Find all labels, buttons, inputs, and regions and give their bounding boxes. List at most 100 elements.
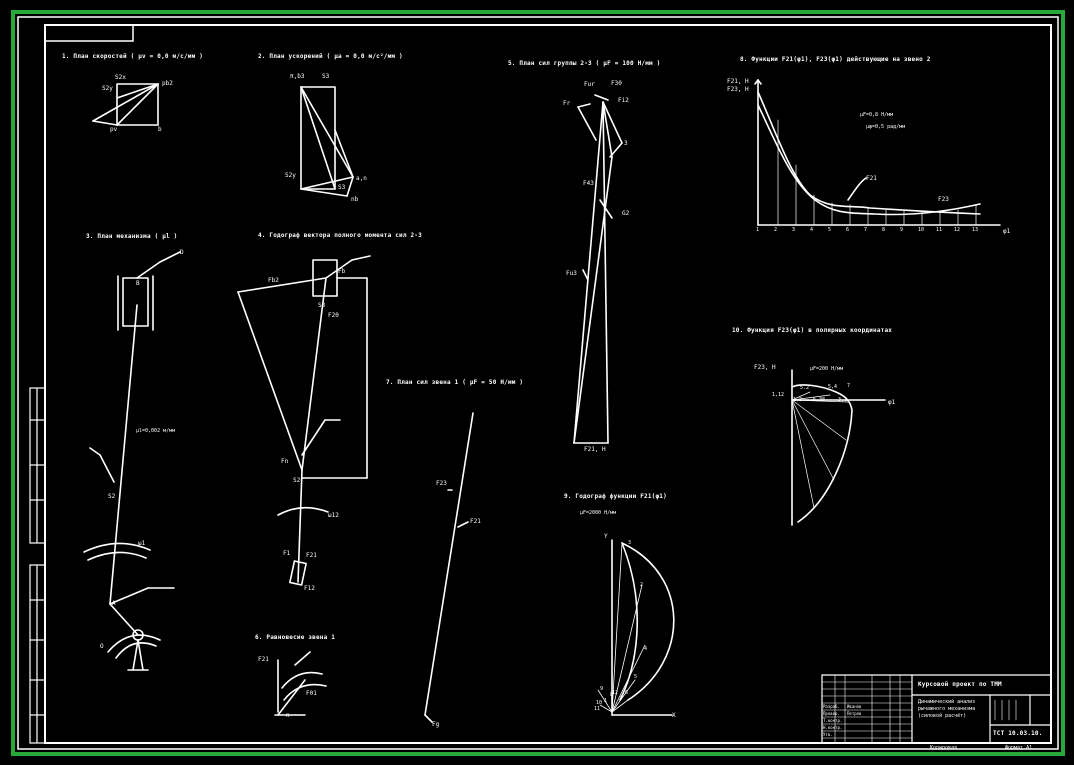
chart-scale-2: μφ=0,5 рад/мм [866,124,906,130]
title-group-force-plan: 5. План сил группы 2-3 ( μF = 100 Н/мм ) [508,60,661,67]
chart-ylabel-f23: F23, Н [727,86,749,93]
chart-ylabel-f21: F21, Н [727,78,749,85]
chart-scale-1: μF=0,8 Н/мм [860,112,894,118]
hodograph-point-label: 7 [620,696,624,702]
force-group-plan [237,255,371,586]
title-moment-hodograph: 4. Годограф вектора полного момента сил … [258,232,422,239]
stamp-role: Разраб. [823,704,840,709]
label-f-s2: S2 [293,477,301,484]
title-link1-force-plan: 7. План сил звена 1 ( μF = 50 Н/мм ) [386,379,524,386]
title-mechanism-plan: 3. План механизма ( μl ) [86,233,178,240]
chart-xlabel-phi: φ1 [1003,228,1011,235]
label-fn: Fn [281,458,289,465]
f21-f23-chart [754,79,1001,226]
chart-x-tick: 2 [774,227,778,233]
label-f21-link1: F21 [470,518,481,525]
title-acceleration-plan: 2. План ускорений ( μa = 0,0 м/с²/мм ) [258,53,403,60]
label-fur: Fur [584,81,595,88]
stamp-name: Петров [847,711,862,716]
chart-x-tick: 1 [756,227,760,233]
label-s3-acc: S3 [338,184,346,191]
chart-x-tick: 6 [846,227,850,233]
chart-x-tick: 4 [810,227,814,233]
label-d: D [180,249,184,256]
label-pi-b3: π,b3 [290,73,305,80]
polar-v7: 1,12 [772,392,785,398]
label-a-point: A [112,600,116,607]
chart-x-tick: 9 [900,227,904,233]
label-w12: ω12 [328,512,339,519]
hodograph-y-axis: Y [604,533,608,540]
hodograph-scale: μF=2000 Н/мм [580,510,617,516]
mechanism-plan [83,251,181,671]
label-s2x: S2x [115,74,126,81]
stamp-bottom-right: Формат А1 [1005,745,1033,751]
link-1-force-plan [424,412,474,723]
f21-hodograph [597,539,675,716]
chart-curve-f23: F23 [938,196,949,203]
hodograph-point-label: 11 [594,706,601,712]
label-fr: Fr [563,100,571,107]
label-b-point: B [136,280,140,287]
title-polar-chart: 10. Функция F23(φ1) в полярных координат… [732,327,893,334]
label-f23-link1: F23 [436,480,447,487]
label-s3-top: S3 [322,73,330,80]
label-scale-note: μl=0,002 м/мм [136,428,176,434]
label-f-s3: S3 [318,302,326,309]
label-b: b [158,126,162,133]
stamp-subtitle-3: (силовой расчёт) [918,713,967,719]
label-r3: 3 [624,140,628,147]
label-f21-group: F21 [306,552,317,559]
stamp-name: Иванов [847,704,862,709]
chart-x-tick: 5 [828,227,832,233]
label-f30: F30 [611,80,622,87]
label-f01: F01 [306,690,317,697]
chart-x-tick: 3 [792,227,796,233]
hodograph-point-label: 8 [610,692,614,698]
stamp-subtitle-1: Динамический анализ [918,699,976,705]
hodograph-point-label: 1 [604,698,608,704]
hodograph-point-label: 2 [640,582,644,588]
inner-frame [17,16,1059,750]
title-block [821,674,1052,744]
title-hodograph: 9. Годограф функции F21(φ1) [564,493,667,500]
label-f12: F12 [304,585,315,592]
chart-x-tick: 8 [882,227,886,233]
label-w1: ω1 [138,540,146,547]
label-f-bottom: F21, Н [584,446,606,453]
hodograph-point-label: 6 [625,690,629,696]
label-pv: pv [110,126,118,133]
hodograph-point-label: 9 [600,686,604,692]
title-functions-chart: 8. Функции F21(φ1), F23(φ1) действующие … [740,56,931,63]
hodograph-x-axis: X [672,712,676,719]
outer-frame [11,10,1065,756]
left-side-stamps [29,387,46,744]
stamp-role: Утв. [823,732,833,737]
label-f43: F43 [583,180,594,187]
stamp-title: Курсовой проект по ТММ [918,681,1002,688]
hodograph-point-label: 10 [596,700,603,706]
hodograph-point-label: 4 [644,646,648,652]
chart-x-tick: 12 [954,227,961,233]
polar-v1: 1,2 [793,397,803,403]
polar-v6: 7 [847,383,851,389]
label-fb: Fb [338,268,346,275]
drawing-frame [44,24,1052,744]
chart-x-tick: 11 [936,227,943,233]
label-f20: F20 [328,312,339,319]
label-g2: G2 [622,210,630,217]
chart-curve-f21: F21 [866,175,877,182]
stamp-subtitle-2: рычажного механизма [918,706,976,712]
top-left-box [44,24,134,42]
stamp-role: Т.контр. [823,718,843,723]
label-s2y-acc: S2y [285,172,296,179]
label-pb2: pb2 [162,80,173,87]
hodograph-point-label: 12 [612,690,619,696]
stamp-role: Н.контр. [823,725,843,730]
polar-v4: 6,38 [813,397,826,403]
velocity-plan [92,83,159,126]
stamp-code: ТСТ 10.03.10. [993,730,1043,737]
acceleration-plan [300,86,354,197]
label-o-point: O [100,643,104,650]
